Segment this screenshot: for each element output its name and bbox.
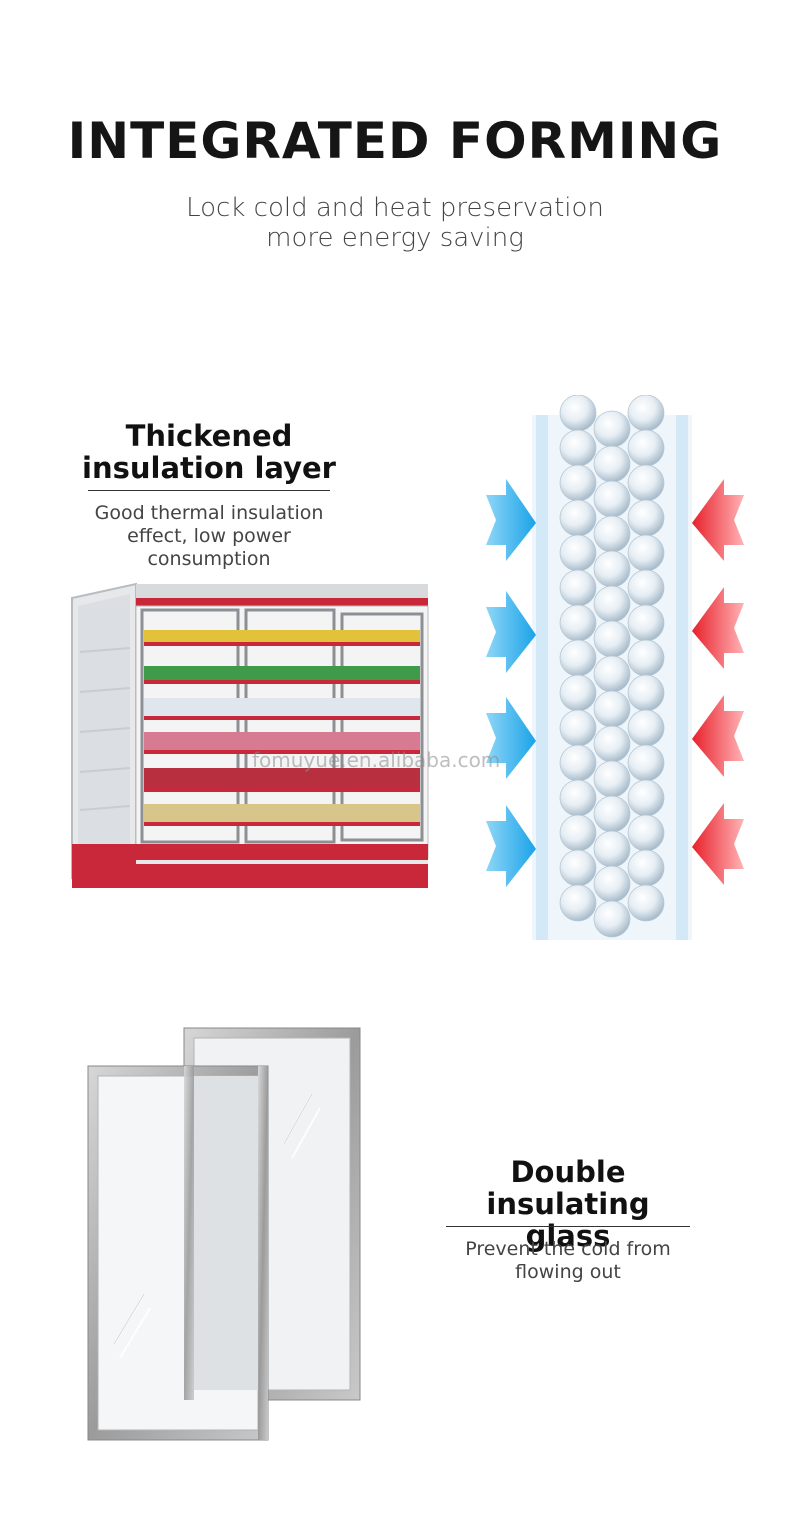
insulation-sphere [593, 480, 631, 518]
insulation-sphere [559, 464, 597, 502]
heat-arrow-icon [692, 479, 744, 561]
display-fridge-image [71, 582, 429, 888]
glass-title-line-1: Double [510, 1155, 626, 1189]
heat-arrow-icon [692, 587, 744, 669]
insulation-sphere [559, 814, 597, 852]
insulation-desc-line-3: consumption [147, 548, 271, 570]
insulation-feature-title: Thickened insulation layer [82, 420, 336, 484]
cold-arrow-icon [486, 479, 536, 561]
subtitle-line-2: more energy saving [266, 223, 524, 253]
insulation-sphere [627, 884, 665, 922]
insulation-sphere [559, 534, 597, 572]
insulation-title-line-2: insulation layer [82, 451, 336, 485]
insulation-sphere [559, 709, 597, 747]
insulation-sphere [593, 655, 631, 693]
heat-arrow-icon [692, 695, 744, 777]
insulation-divider [88, 490, 330, 491]
insulation-sphere [627, 395, 665, 432]
insulation-layer-diagram [486, 395, 744, 940]
page-title: INTEGRATED FORMING [67, 112, 723, 170]
insulation-sphere [627, 744, 665, 782]
insulation-sphere [627, 534, 665, 572]
insulation-sphere [593, 515, 631, 553]
insulation-sphere [627, 814, 665, 852]
insulation-sphere [627, 779, 665, 817]
insulation-sphere [559, 884, 597, 922]
insulation-sphere [559, 604, 597, 642]
watermark: fomuyue.en.alibaba.com [252, 748, 501, 772]
insulation-sphere [593, 690, 631, 728]
glass-feature-title: Double insulating glass [440, 1156, 696, 1252]
glass-divider [446, 1226, 690, 1227]
cold-arrows [486, 479, 536, 887]
cold-arrow-icon [486, 805, 536, 887]
insulation-sphere [559, 639, 597, 677]
insulation-sphere [593, 445, 631, 483]
insulation-sphere [593, 830, 631, 868]
heat-arrows [692, 479, 744, 885]
glass-title-line-2: insulating glass [486, 1187, 650, 1253]
insulation-sphere [559, 429, 597, 467]
insulation-sphere [559, 395, 597, 432]
insulation-title-line-1: Thickened [125, 419, 293, 453]
insulation-sphere [627, 499, 665, 537]
heat-arrow-icon [692, 803, 744, 885]
insulation-feature-description: Good thermal insulation effect, low powe… [86, 502, 332, 571]
insulation-sphere [559, 744, 597, 782]
insulation-desc-line-1: Good thermal insulation [94, 502, 324, 524]
insulation-sphere [593, 760, 631, 798]
glass-desc-line-1: Prevent the cold from [465, 1238, 671, 1260]
insulation-sphere [559, 779, 597, 817]
cold-arrow-icon [486, 591, 536, 673]
cold-arrow-icon [486, 697, 536, 779]
insulation-sphere [559, 849, 597, 887]
subtitle-line-1: Lock cold and heat preservation [186, 193, 604, 223]
insulation-sphere [593, 795, 631, 833]
insulation-sphere [593, 725, 631, 763]
insulation-sphere [627, 604, 665, 642]
insulation-sphere [627, 674, 665, 712]
insulation-sphere [559, 499, 597, 537]
insulation-sphere [593, 900, 631, 938]
insulation-sphere [559, 569, 597, 607]
insulation-sphere [593, 410, 631, 448]
insulation-sphere [593, 620, 631, 658]
glass-desc-line-2: flowing out [515, 1261, 621, 1283]
insulation-sphere [627, 464, 665, 502]
insulation-desc-line-2: effect, low power [127, 525, 291, 547]
insulation-sphere [593, 550, 631, 588]
insulation-sphere [627, 639, 665, 677]
insulation-sphere [593, 865, 631, 903]
insulation-sphere [627, 429, 665, 467]
insulation-sphere [627, 569, 665, 607]
insulation-sphere [627, 849, 665, 887]
insulation-sphere [593, 585, 631, 623]
insulation-sphere [559, 674, 597, 712]
double-glass-door-image [87, 1027, 361, 1441]
glass-feature-description: Prevent the cold from flowing out [446, 1238, 690, 1284]
insulation-sphere [627, 709, 665, 747]
